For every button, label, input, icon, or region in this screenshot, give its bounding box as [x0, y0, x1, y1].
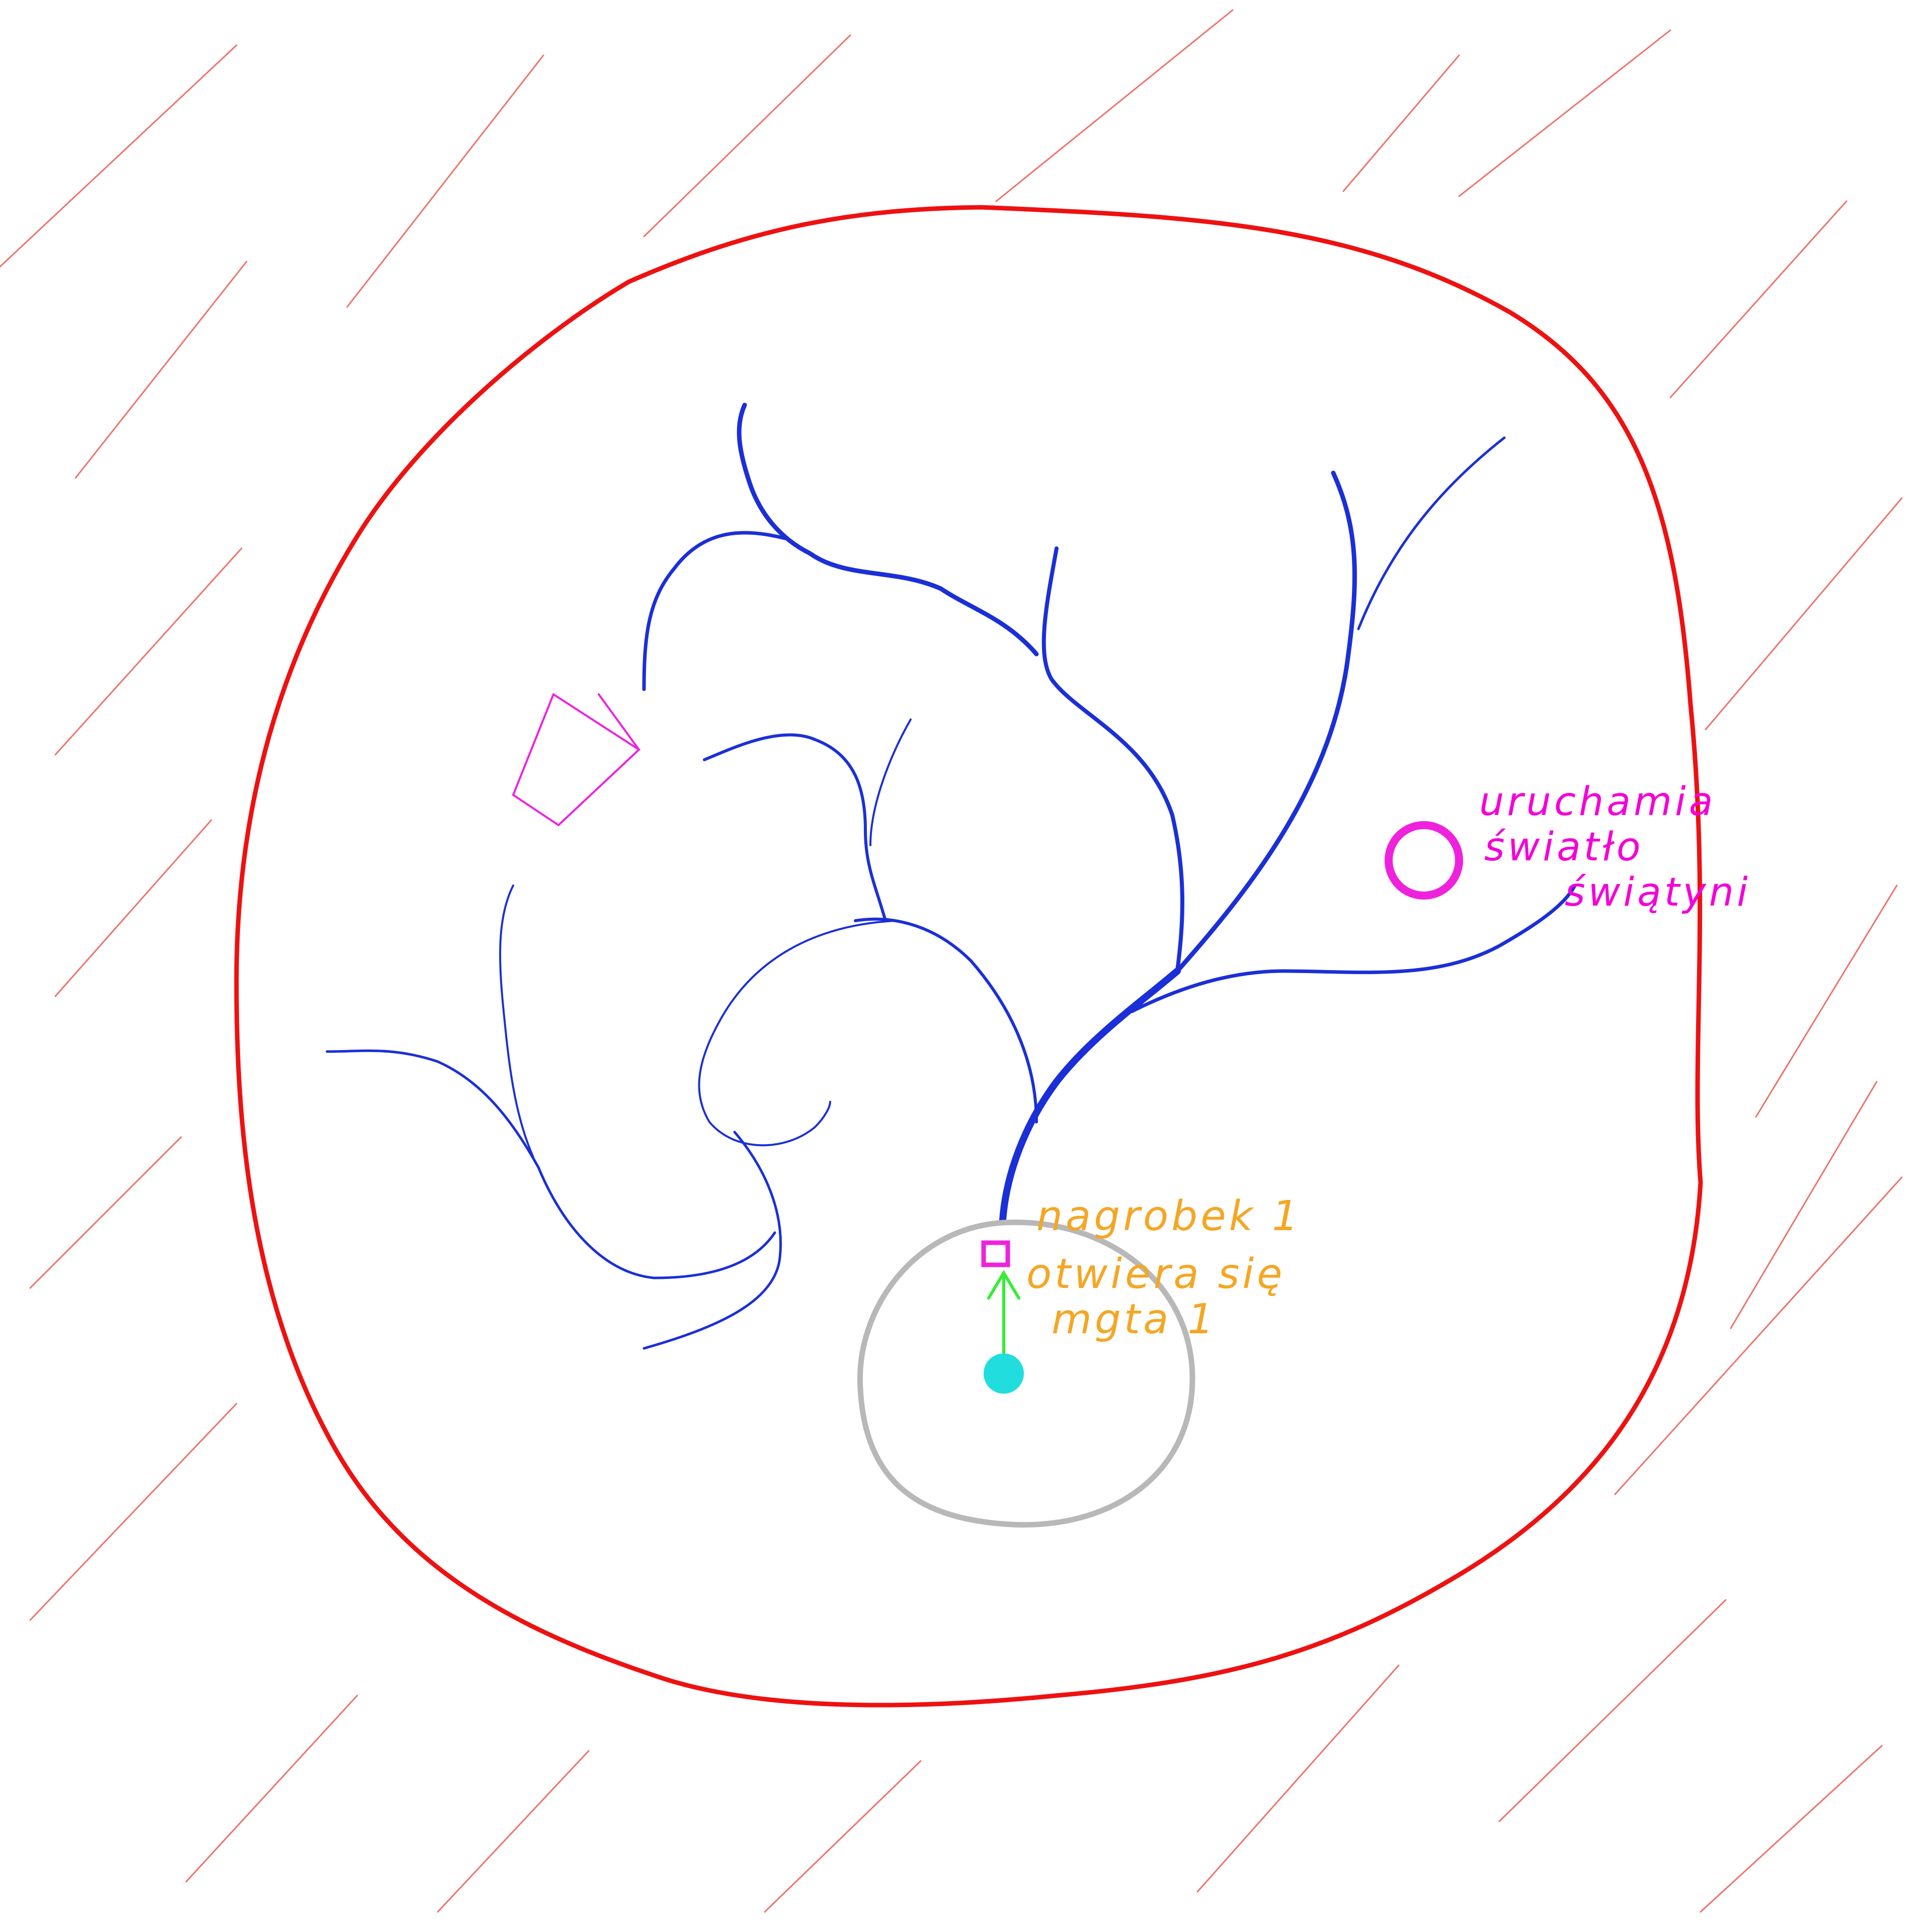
branch-center-up — [1041, 546, 1184, 973]
light-label-line3: świątyni — [1565, 870, 1751, 915]
player-dot-icon[interactable] — [984, 1353, 1024, 1394]
branch-top-arc — [737, 403, 1039, 657]
branch-middle-upper — [703, 733, 887, 922]
ring-switch-icon[interactable] — [1385, 821, 1463, 900]
light-label: uruchamia światło świątyni — [1479, 779, 1751, 915]
branch-left-up — [499, 884, 534, 1158]
branch-spiral — [698, 920, 897, 1147]
start-area — [857, 1219, 1195, 1528]
arrow-up-icon — [987, 1270, 1020, 1360]
crate-icon[interactable] — [512, 693, 641, 827]
branch-middle-spur — [869, 718, 912, 846]
light-label-line2: światło — [1484, 825, 1644, 870]
branch-left — [326, 1049, 776, 1279]
tombstone-icon[interactable] — [981, 1240, 1010, 1267]
branch-lower-tail — [642, 1131, 782, 1350]
main-trunk — [999, 968, 1181, 1224]
light-label-line1: uruchamia — [1479, 779, 1716, 825]
branch-right — [1130, 883, 1577, 1013]
branch-upper-right — [1175, 470, 1357, 974]
tomb-label-line1: nagrobek 1 — [1036, 1192, 1301, 1240]
tomb-label: nagrobek 1 otwiera się mgta 1 — [1026, 1192, 1301, 1343]
branch-middle — [854, 917, 1038, 1123]
branch-upper-right-fork — [1357, 436, 1506, 630]
map-boundary — [234, 205, 1703, 1708]
path-network — [326, 403, 1577, 1350]
branch-top-left-hook — [642, 531, 787, 691]
tomb-label-line2: otwiera się — [1026, 1250, 1285, 1298]
outside-hatching — [0, 9, 1903, 1913]
tomb-label-line3: mgta 1 — [1052, 1296, 1217, 1343]
